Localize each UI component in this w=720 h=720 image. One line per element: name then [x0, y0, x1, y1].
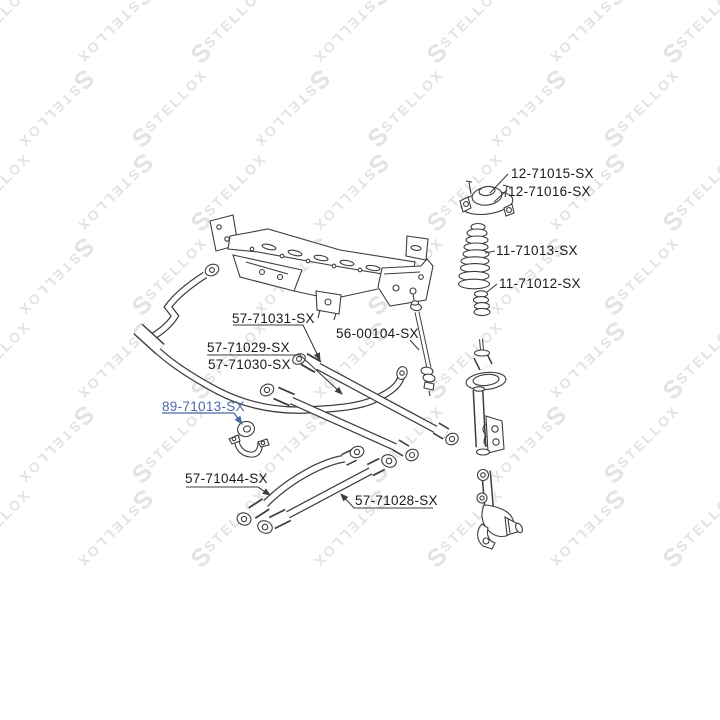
- strut-mount-drawing: [459, 180, 515, 217]
- lateral-arm-upper-drawing: [292, 352, 459, 446]
- part-label-11-71012-sx: 11-71012-SX: [499, 276, 581, 291]
- strut-assembly-drawing: [465, 338, 507, 456]
- subframe-drawing: [209, 214, 434, 321]
- part-label-11-71013-sx: 11-71013-SX: [496, 243, 578, 258]
- leader-57-71044: [186, 486, 271, 496]
- leader-57-71029-30: [207, 354, 343, 395]
- part-label-57-71029-sx: 57-71029-SX: [207, 340, 290, 355]
- part-label-57-71044-sx: 57-71044-SX: [185, 471, 268, 486]
- leader-12-71016: [493, 189, 508, 203]
- protection-boot-drawing: [457, 222, 491, 290]
- part-label-link-89-71013-sx[interactable]: 89-71013-SX: [162, 399, 245, 414]
- lateral-arm-long-drawing: [257, 454, 397, 534]
- knuckle-drawing: [476, 468, 523, 550]
- part-label-57-71028-sx: 57-71028-SX: [355, 493, 438, 508]
- trailing-arm-curved-drawing: [236, 445, 365, 526]
- bump-stop-drawing: [472, 290, 491, 317]
- leader-lines: [162, 173, 509, 509]
- leader-12-71015: [489, 173, 509, 194]
- stabilizer-bushing-clamp-drawing: [228, 420, 270, 458]
- leader-56-00104: [409, 339, 420, 351]
- leader-11-71013: [484, 250, 496, 254]
- leader-89-71013: [162, 412, 243, 425]
- part-label-12-71016-sx: 12-71016-SX: [508, 184, 591, 199]
- part-label-57-71031-sx: 57-71031-SX: [232, 311, 315, 326]
- part-label-56-00104-sx: 56-00104-SX: [336, 326, 419, 341]
- stabilizer-link-drawing: [409, 293, 436, 397]
- part-label-57-71030-sx: 57-71030-SX: [208, 357, 291, 372]
- lateral-arm-drawing: [259, 383, 419, 462]
- leader-11-71012: [486, 283, 498, 293]
- leader-57-71031: [233, 324, 321, 361]
- part-label-12-71015-sx: 12-71015-SX: [511, 166, 594, 181]
- leader-57-71028: [340, 493, 433, 509]
- stabilizer-bar-drawing: [133, 263, 408, 414]
